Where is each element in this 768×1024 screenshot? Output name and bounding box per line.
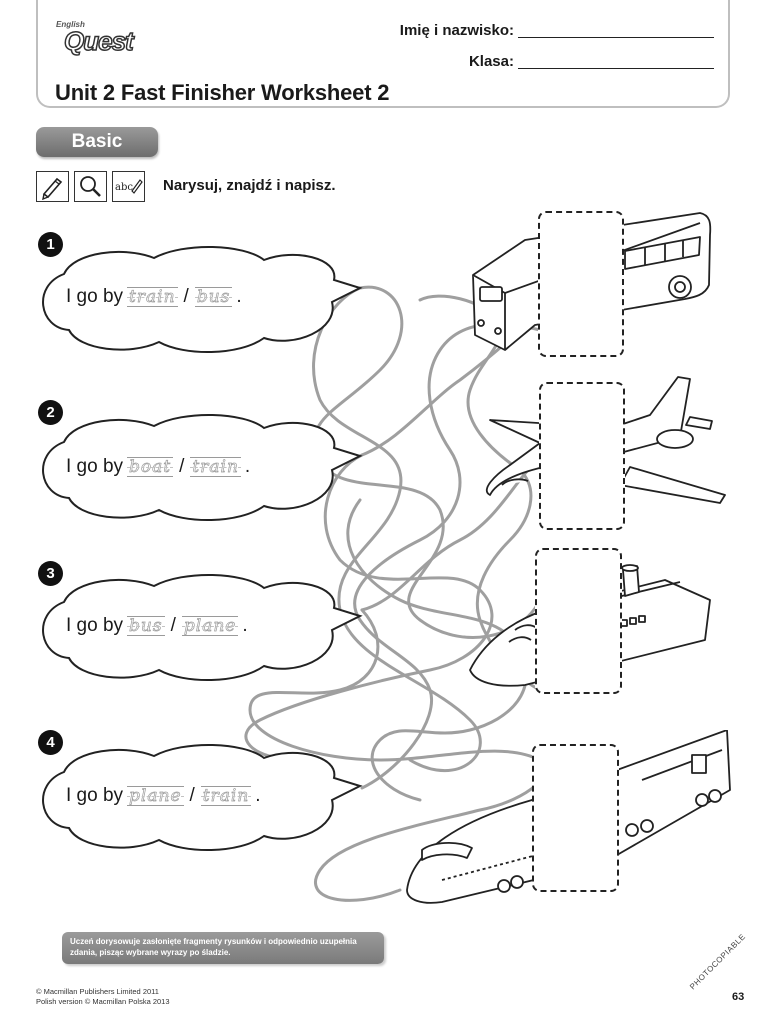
exercise-2-option-b[interactable]: train bbox=[190, 457, 242, 477]
exercise-4-option-a[interactable]: plane bbox=[127, 786, 184, 806]
exercise-2-sentence: I go by boat / train . bbox=[66, 456, 250, 478]
exercise-2-separator: / bbox=[179, 456, 185, 477]
english-quest-logo: English Quest bbox=[54, 20, 144, 72]
name-input-line[interactable] bbox=[518, 37, 714, 38]
exercise-1-option-b[interactable]: bus bbox=[194, 287, 233, 307]
exercise-3-prefix: I go by bbox=[66, 615, 124, 636]
exercise-2-option-a[interactable]: boat bbox=[127, 457, 174, 477]
exercise-1-option-a[interactable]: train bbox=[127, 287, 179, 307]
exercise-3-option-b[interactable]: plane bbox=[181, 616, 239, 636]
ship-hidden-area[interactable] bbox=[535, 548, 622, 694]
maze-path-2 bbox=[312, 286, 482, 773]
page-number: 63 bbox=[732, 991, 745, 1003]
exercise-4-prefix: I go by bbox=[66, 785, 124, 806]
exercise-1-separator: / bbox=[183, 286, 189, 307]
header-frame bbox=[36, 0, 730, 108]
exercise-4-number: 4 bbox=[38, 730, 63, 755]
magnifier-icon bbox=[74, 171, 107, 202]
name-label: Imię i nazwisko: bbox=[399, 22, 514, 39]
exercise-4-separator: / bbox=[189, 785, 195, 806]
exercise-4-sentence: I go by plane / train . bbox=[66, 785, 261, 807]
exercise-1-end: . bbox=[236, 286, 242, 307]
train-hidden-area[interactable] bbox=[532, 744, 619, 892]
exercise-4-option-b[interactable]: train bbox=[200, 786, 252, 806]
exercise-4-end: . bbox=[255, 785, 261, 806]
exercise-1-prefix: I go by bbox=[66, 286, 124, 307]
logo-small-text: English bbox=[56, 20, 85, 29]
exercise-2-end: . bbox=[244, 456, 251, 477]
exercise-3-sentence: I go by bus / plane . bbox=[66, 615, 248, 637]
photocopiable-label: PHOTOCOPIABLE bbox=[688, 932, 748, 992]
bus-hidden-area[interactable] bbox=[538, 211, 624, 357]
pencil-icon bbox=[36, 171, 69, 202]
exercise-3-number: 3 bbox=[38, 561, 63, 586]
copyright-line-1: © Macmillan Publishers Limited 2011 bbox=[36, 987, 159, 996]
teacher-note: Uczeń dorysowuje zasłonięte fragmenty ry… bbox=[62, 932, 384, 964]
exercise-3-end: . bbox=[242, 615, 248, 636]
class-label: Klasa: bbox=[468, 53, 514, 70]
abc-icon-text: abc bbox=[115, 182, 133, 193]
exercise-4-speech-cloud bbox=[42, 743, 363, 852]
class-input-line[interactable] bbox=[518, 68, 714, 69]
exercise-2-prefix: I go by bbox=[66, 456, 124, 477]
abc-write-icon: abc bbox=[112, 171, 145, 202]
exercise-3-option-a[interactable]: bus bbox=[127, 616, 165, 636]
exercise-1-speech-cloud bbox=[42, 245, 363, 354]
exercise-1-sentence: I go by train / bus . bbox=[66, 286, 242, 308]
level-tab: Basic bbox=[36, 127, 158, 157]
copyright: © Macmillan Publishers Limited 2011 Poli… bbox=[36, 987, 170, 1006]
exercise-3-speech-cloud bbox=[42, 573, 363, 682]
logo-big-text: Quest bbox=[63, 25, 134, 57]
instruction-text: Narysuj, znajdź i napisz. bbox=[163, 177, 336, 194]
exercise-3-separator: / bbox=[170, 615, 176, 636]
worksheet-title: Unit 2 Fast Finisher Worksheet 2 bbox=[55, 80, 390, 105]
exercise-2-number: 2 bbox=[38, 400, 63, 425]
plane-hidden-area[interactable] bbox=[539, 382, 625, 530]
copyright-line-2: Polish version © Macmillan Polska 2013 bbox=[36, 996, 170, 1006]
exercise-1-number: 1 bbox=[38, 232, 63, 257]
